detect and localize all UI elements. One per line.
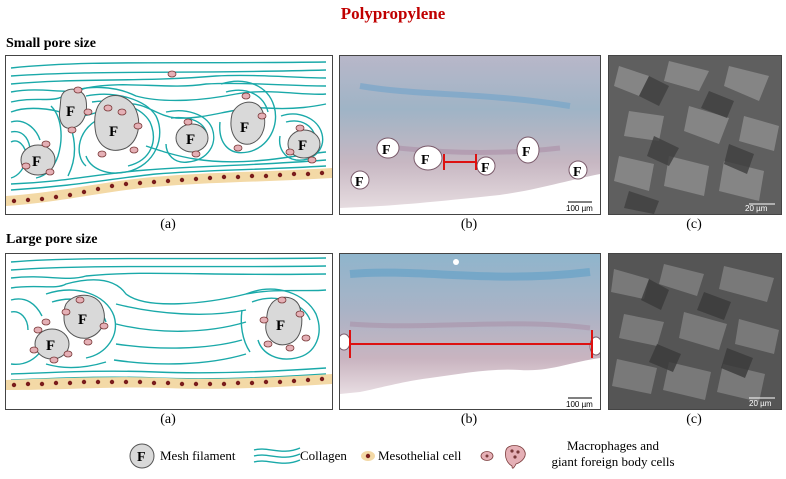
filament: F (413, 145, 443, 171)
scale-bar-label: 20 µm (745, 204, 768, 213)
svg-text:F: F (421, 153, 430, 168)
filament: F (175, 123, 209, 153)
legend-label-mesh-filament: Mesh filament (160, 448, 236, 463)
mesh-filaments: F F F (34, 294, 303, 360)
svg-text:F: F (137, 450, 146, 465)
schematic-large-pore-panel: F F F (5, 253, 333, 410)
schematic-small-pore-svg: F F F F F F (6, 61, 332, 206)
histology-large-pore-svg: 100 µm (340, 254, 600, 409)
filament: F (287, 129, 321, 159)
svg-text:F: F (355, 175, 364, 190)
scale-bar-label: 20 µm (749, 399, 772, 408)
legend-label-collagen: Collagen (300, 448, 347, 463)
svg-text:F: F (481, 161, 490, 176)
caption-b-row2: (b) (460, 412, 478, 427)
svg-text:F: F (522, 145, 531, 160)
filament: F (63, 294, 105, 339)
tissue-region (340, 56, 600, 208)
caption-a-row2: (a) (160, 412, 176, 427)
svg-text:F: F (573, 165, 582, 180)
svg-text:F: F (276, 318, 285, 334)
mesh-filaments: F F F F F F (20, 88, 321, 176)
svg-text:F: F (66, 104, 75, 120)
caption-c-row2: (c) (686, 412, 702, 427)
legend: F Mesh filament Collagen Mesothelial cel… (128, 438, 768, 476)
svg-text:F: F (46, 338, 55, 354)
sem-large-pore-svg: 20 µm (609, 254, 781, 409)
filament: F (476, 156, 496, 176)
filament: F (516, 136, 540, 164)
svg-text:F: F (382, 143, 391, 158)
row-label-small-pore: Small pore size (6, 36, 96, 51)
giant-cell-legend-icon (505, 445, 526, 469)
histology-small-pore-svg: F F F F F F 100 µm (340, 56, 600, 213)
caption-b-row1: (b) (460, 217, 478, 232)
svg-text:F: F (186, 132, 195, 148)
caption-a-row1: (a) (160, 217, 176, 232)
mesh-filament-legend-icon: F (129, 443, 155, 469)
pore-distance-bar (349, 330, 593, 358)
sem-small-pore-panel: 20 µm (608, 55, 782, 215)
svg-text:F: F (298, 138, 307, 154)
macrophage-legend-icon (480, 451, 494, 461)
mesothelial-cell-legend-icon (361, 451, 375, 461)
histology-filaments: F F F F F F (350, 136, 588, 190)
scale-bar-label: 100 µm (566, 204, 593, 213)
mesothelial-nuclei (11, 170, 325, 204)
filament: F (94, 95, 140, 151)
mesothelial-nuclei (11, 376, 325, 388)
filament: F (230, 101, 266, 145)
scale-bar-label: 100 µm (566, 400, 593, 409)
collagen-legend-icon (253, 447, 301, 464)
svg-text:F: F (78, 312, 87, 328)
filament-edge (340, 333, 351, 351)
filament: F (568, 160, 588, 180)
svg-text:F: F (32, 154, 41, 170)
histology-large-pore-panel: 100 µm (339, 253, 601, 410)
legend-label-mesothelial-cell: Mesothelial cell (378, 448, 462, 463)
filament: F (350, 170, 370, 190)
macrophages (21, 70, 317, 176)
schematic-small-pore-panel: F F F F F F (5, 55, 333, 215)
svg-text:F: F (240, 120, 249, 136)
collagen-fibers (10, 257, 327, 381)
tissue-region (340, 254, 600, 394)
figure-title: Polypropylene (340, 4, 446, 23)
macrophages (29, 296, 311, 364)
svg-text:F: F (109, 124, 118, 140)
caption-c-row1: (c) (686, 217, 702, 232)
histology-small-pore-panel: F F F F F F 100 µm (339, 55, 601, 215)
filament: F (265, 296, 303, 346)
filament: F (59, 88, 87, 129)
sem-small-pore-svg: 20 µm (609, 56, 781, 214)
filament: F (376, 137, 400, 159)
pore-distance-bar (443, 154, 477, 170)
legend-label-macrophages: Macrophages and giant foreign body cells (551, 438, 675, 469)
sem-large-pore-panel: 20 µm (608, 253, 782, 410)
row-label-large-pore: Large pore size (6, 232, 98, 247)
schematic-large-pore-svg: F F F (6, 257, 332, 390)
